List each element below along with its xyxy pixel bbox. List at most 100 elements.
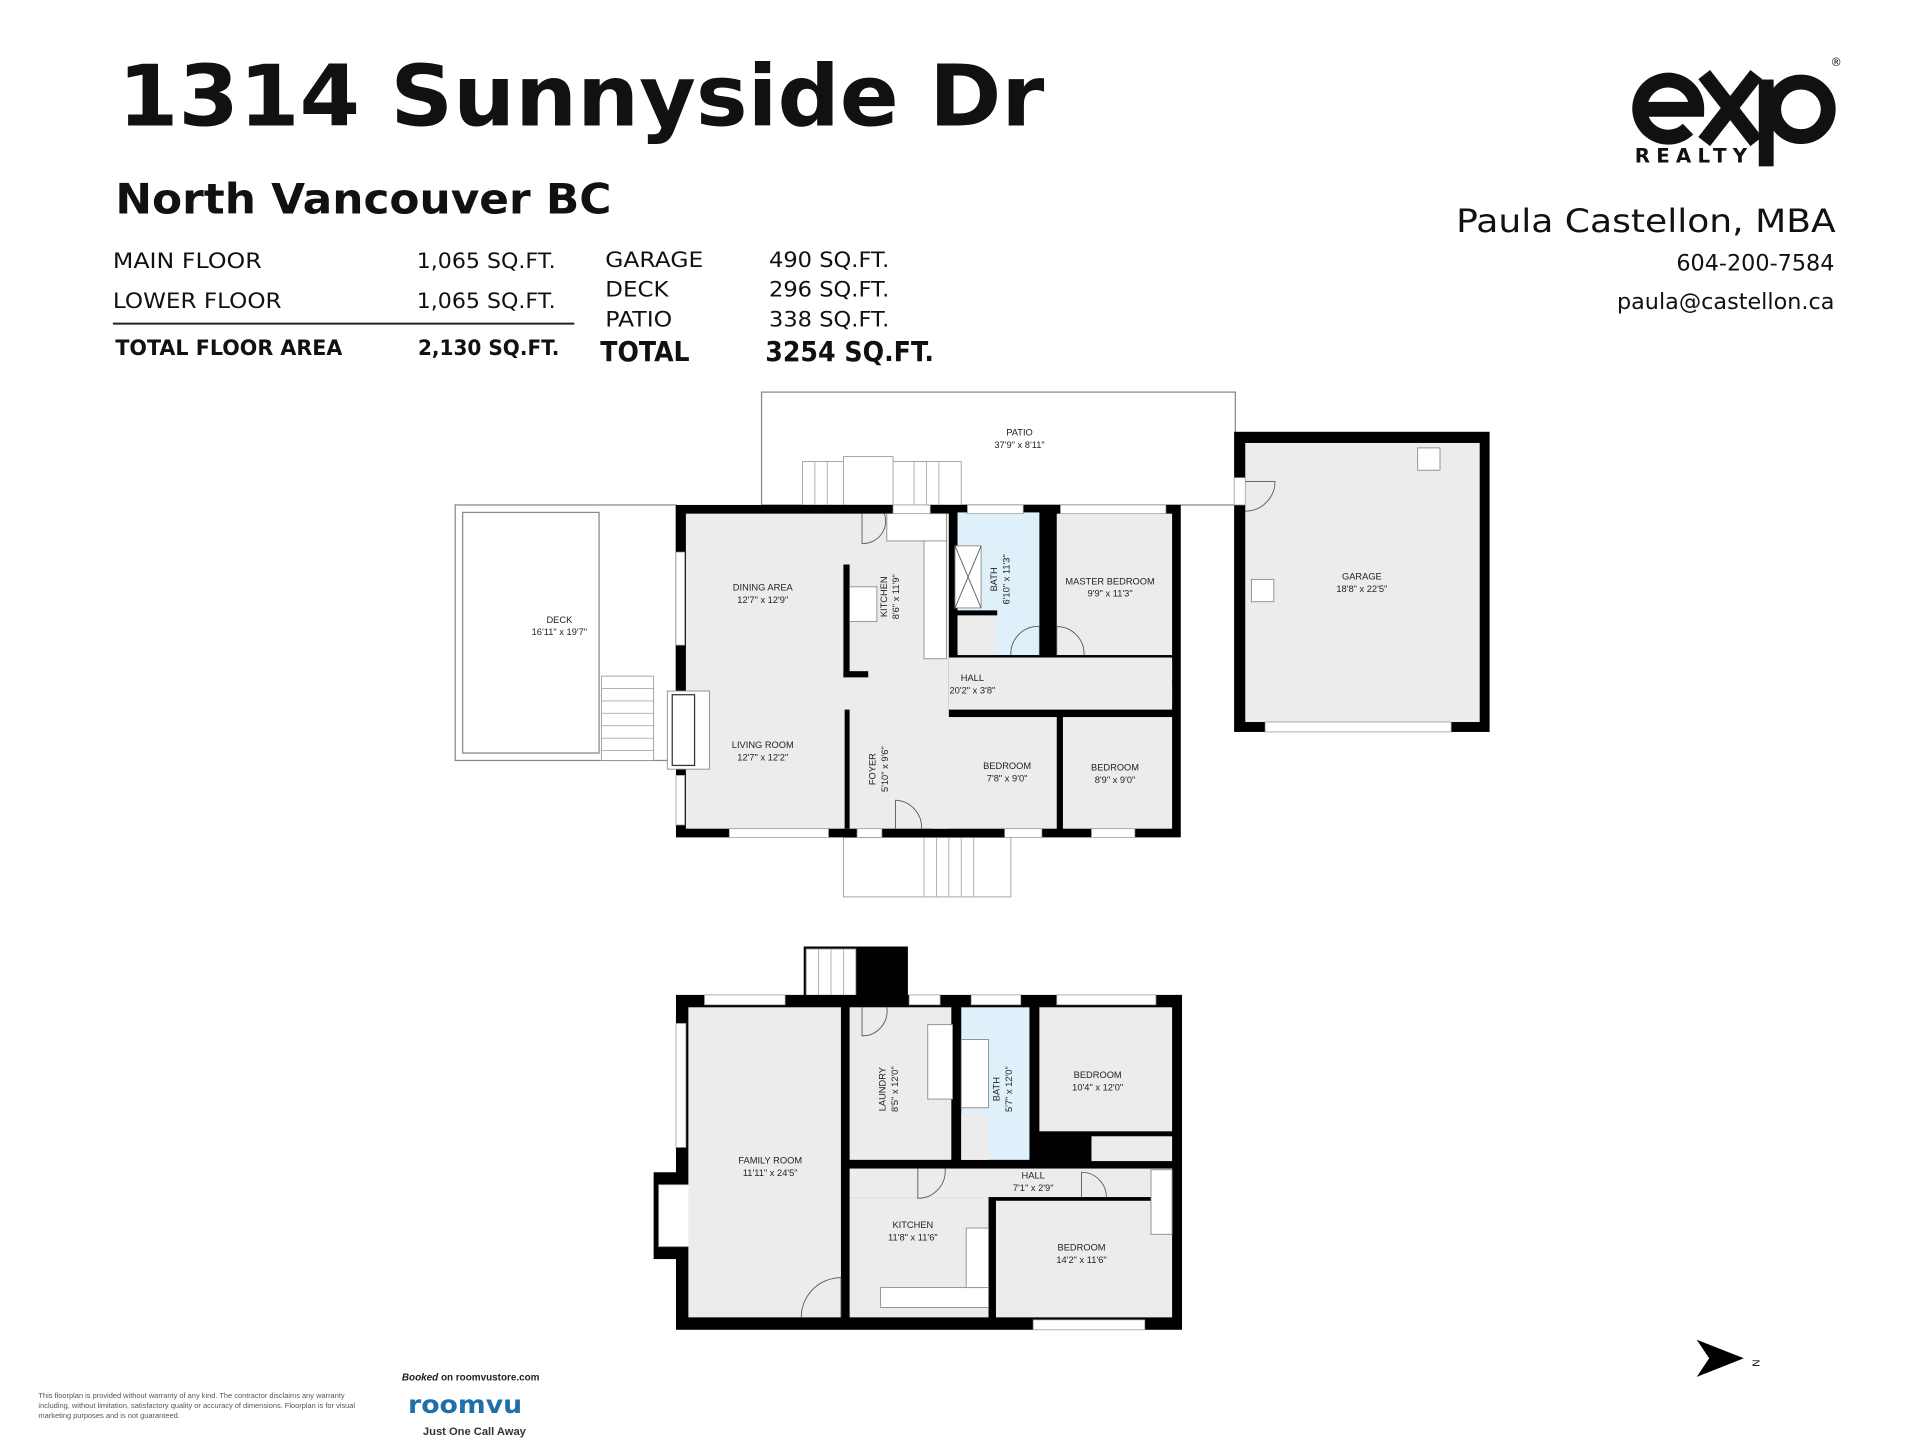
area-value: 1,065 SQ.FT. bbox=[417, 248, 556, 273]
room-label-master-bedroom: MASTER BEDROOM 9'9" x 11'3" bbox=[1065, 576, 1154, 598]
north-label: N bbox=[1750, 1360, 1761, 1367]
room-label-hall: HALL 7'1" x 2'9" bbox=[1013, 1170, 1054, 1192]
svg-text:including, without limitation,: including, without limitation, satisfact… bbox=[38, 1401, 355, 1410]
door[interactable] bbox=[861, 1007, 888, 1037]
area-label: LOWER FLOOR bbox=[113, 288, 282, 313]
svg-text:roomvu: roomvu bbox=[408, 1390, 522, 1419]
logo-sub: REALTY bbox=[1635, 145, 1754, 168]
svg-text:BEDROOM: BEDROOM bbox=[983, 761, 1031, 771]
agent-phone[interactable]: 604-200-7584 bbox=[1676, 251, 1834, 277]
disclaimer: This floorplan is provided without warra… bbox=[38, 1391, 355, 1420]
svg-text:8'6" x 11'9": 8'6" x 11'9" bbox=[891, 574, 901, 619]
svg-text:MASTER BEDROOM: MASTER BEDROOM bbox=[1065, 576, 1154, 586]
svg-text:14'2" x 11'6": 14'2" x 11'6" bbox=[1056, 1255, 1106, 1265]
room-label-patio: PATIO 37'9" x 8'11" bbox=[994, 428, 1044, 450]
address-title: 1314 Sunnyside Dr bbox=[118, 47, 1045, 145]
svg-text:8'5" x 12'0": 8'5" x 12'0" bbox=[890, 1066, 900, 1112]
agent-name: Paula Castellon, MBA bbox=[1456, 202, 1836, 240]
area-summary: MAIN FLOOR 1,065 SQ.FT. LOWER FLOOR 1,06… bbox=[112, 247, 934, 368]
svg-text:8'9" x 9'0": 8'9" x 9'0" bbox=[1095, 775, 1136, 785]
door[interactable] bbox=[917, 1168, 946, 1199]
area-label: MAIN FLOOR bbox=[113, 248, 262, 273]
main-floor-plan: PATIO 37'9" x 8'11" DECK 16'11" x 19'7" DI… bbox=[454, 391, 1490, 898]
svg-text:9'9" x 11'3": 9'9" x 11'3" bbox=[1088, 589, 1133, 599]
exp-realty-logo: REALTY ® bbox=[1632, 56, 1842, 168]
svg-text:BEDROOM: BEDROOM bbox=[1074, 1070, 1122, 1080]
svg-text:BATH: BATH bbox=[989, 567, 999, 591]
svg-text:DECK: DECK bbox=[546, 615, 573, 625]
door[interactable] bbox=[1010, 626, 1040, 656]
svg-text:LAUNDRY: LAUNDRY bbox=[878, 1067, 888, 1111]
room-label-bedroom: BEDROOM 10'4" x 12'0" bbox=[1072, 1070, 1123, 1092]
area-value: 338 SQ.FT. bbox=[769, 306, 889, 331]
room-label-kitchen: KITCHEN 11'8" x 11'6" bbox=[888, 1220, 938, 1242]
front-stairs bbox=[842, 836, 1012, 898]
room-label-family-room: FAMILY ROOM 11'11" x 24'5" bbox=[738, 1156, 802, 1178]
svg-text:FOYER: FOYER bbox=[868, 753, 878, 785]
area-value: 1,065 SQ.FT. bbox=[417, 288, 556, 313]
room-label-garage: GARAGE 18'8" x 22'5" bbox=[1336, 571, 1387, 593]
svg-text:18'8" x 22'5": 18'8" x 22'5" bbox=[1336, 584, 1387, 594]
svg-text:12'7" x 12'9": 12'7" x 12'9" bbox=[737, 595, 788, 605]
svg-text:5'7" x 12'0": 5'7" x 12'0" bbox=[1004, 1066, 1014, 1112]
svg-text:PATIO: PATIO bbox=[1006, 428, 1033, 438]
svg-text:HALL: HALL bbox=[961, 673, 984, 683]
garage bbox=[1233, 431, 1490, 733]
svg-text:DINING AREA: DINING AREA bbox=[733, 583, 794, 593]
area-value: 296 SQ.FT. bbox=[769, 277, 889, 302]
total-floor-label: TOTAL FLOOR AREA bbox=[115, 335, 343, 360]
agent-email[interactable]: paula@castellon.ca bbox=[1617, 289, 1834, 315]
door[interactable] bbox=[1056, 626, 1085, 656]
door[interactable] bbox=[861, 513, 887, 544]
svg-text:FAMILY ROOM: FAMILY ROOM bbox=[738, 1156, 802, 1166]
total-value: 3254 SQ.FT. bbox=[765, 337, 934, 368]
svg-text:BATH: BATH bbox=[992, 1077, 1002, 1101]
area-value: 490 SQ.FT. bbox=[769, 247, 889, 272]
roomvu-logo[interactable]: Booked on roomvustore.com roomvu Just On… bbox=[402, 1373, 540, 1439]
area-label: DECK bbox=[605, 277, 670, 302]
svg-text:KITCHEN: KITCHEN bbox=[892, 1220, 933, 1230]
svg-text:BEDROOM: BEDROOM bbox=[1091, 762, 1139, 772]
room-label-living-room: LIVING ROOM 12'7" x 12'2" bbox=[732, 740, 794, 762]
svg-text:11'11" x 24'5": 11'11" x 24'5" bbox=[743, 1168, 798, 1178]
svg-text:Just One Call Away: Just One Call Away bbox=[423, 1426, 527, 1438]
area-label: PATIO bbox=[605, 306, 672, 331]
door[interactable] bbox=[895, 799, 922, 829]
room-label-deck: DECK 16'11" x 19'7" bbox=[532, 615, 587, 637]
svg-text:12'7" x 12'2": 12'7" x 12'2" bbox=[737, 752, 788, 762]
fireplace bbox=[666, 690, 710, 770]
svg-text:5'10" x 9'6": 5'10" x 9'6" bbox=[880, 746, 890, 792]
door[interactable] bbox=[1081, 1171, 1107, 1198]
svg-text:16'11" x 19'7": 16'11" x 19'7" bbox=[532, 627, 587, 637]
door[interactable] bbox=[1245, 480, 1276, 512]
room-label-hall: HALL 20'2" x 3'8" bbox=[949, 673, 995, 695]
svg-text:LIVING ROOM: LIVING ROOM bbox=[732, 740, 794, 750]
svg-text:This floorplan is provided wit: This floorplan is provided without warra… bbox=[38, 1391, 344, 1400]
svg-text:6'10" x 11'3": 6'10" x 11'3" bbox=[1002, 554, 1012, 604]
svg-text:GARAGE: GARAGE bbox=[1342, 571, 1382, 581]
area-label: GARAGE bbox=[605, 247, 703, 272]
north-arrow-icon: N bbox=[1696, 1339, 1761, 1377]
svg-text:10'4" x 12'0": 10'4" x 12'0" bbox=[1072, 1082, 1123, 1092]
room-label-bedroom: BEDROOM 14'2" x 11'6" bbox=[1056, 1242, 1106, 1264]
svg-text:HALL: HALL bbox=[1022, 1170, 1045, 1180]
svg-text:BEDROOM: BEDROOM bbox=[1058, 1242, 1106, 1252]
deck-stairs bbox=[601, 675, 655, 761]
patio-stairs bbox=[802, 456, 962, 506]
total-label: TOTAL bbox=[600, 337, 689, 368]
svg-text:marketing purposes and is not: marketing purposes and is not guaranteed… bbox=[38, 1411, 179, 1420]
svg-text:7'1" x 2'9": 7'1" x 2'9" bbox=[1013, 1183, 1054, 1193]
door[interactable] bbox=[800, 1277, 842, 1318]
svg-text:20'2" x 3'8": 20'2" x 3'8" bbox=[949, 685, 995, 695]
total-floor-value: 2,130 SQ.FT. bbox=[418, 335, 559, 360]
svg-text:37'9" x 8'11": 37'9" x 8'11" bbox=[994, 440, 1044, 450]
svg-text:11'8" x 11'6": 11'8" x 11'6" bbox=[888, 1232, 938, 1242]
